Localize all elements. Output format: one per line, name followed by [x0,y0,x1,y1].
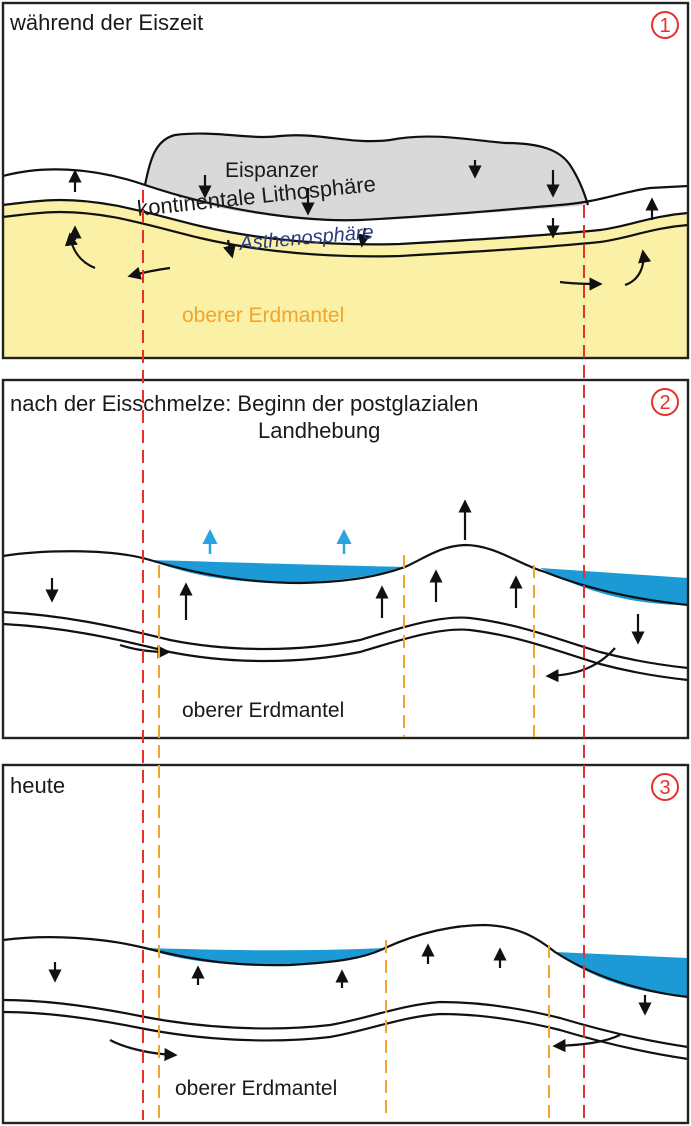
panel-2-frame [1,378,690,740]
panel-3-title: heute [10,773,65,798]
panel-3-frame [1,763,690,1125]
panel-3-number: 3 [659,777,670,799]
panel-1: Eispanzer kontinentale Lithosphäre Asthe… [1,1,690,360]
label-upper-mantle-1: oberer Erdmantel [182,304,344,327]
panel-1-number: 1 [659,15,670,37]
panel-1-title: während der Eiszeit [9,10,203,35]
guide-lines [142,190,585,1120]
label-upper-mantle-2: oberer Erdmantel [182,699,344,722]
ice-sheet [145,133,588,220]
water-basin-right [540,568,688,605]
label-ice-sheet: Eispanzer [225,159,318,182]
lithosphere-band [3,169,688,245]
panel-2: oberer Erdmantel nach der Eisschmelze: B… [1,378,690,740]
panel-1-frame [1,1,690,360]
surface-line [3,168,688,222]
panel-1-number-circle [651,11,679,39]
water-basin-right-3 [555,952,688,996]
water-basin-left [150,560,405,583]
panel-3-number-circle [651,773,679,801]
label-upper-mantle-3: oberer Erdmantel [175,1077,337,1100]
panel-3: oberer Erdmantel heute 3 [1,763,690,1125]
panel-2-number: 2 [659,392,670,414]
panel-2-title-line1: nach der Eisschmelze: Beginn der postgla… [10,391,478,416]
surface-line-3 [3,923,688,999]
surface-line-2 [3,543,688,607]
panel-2-number-circle [651,388,679,416]
panel-2-title-line2: Landhebung [258,418,380,443]
